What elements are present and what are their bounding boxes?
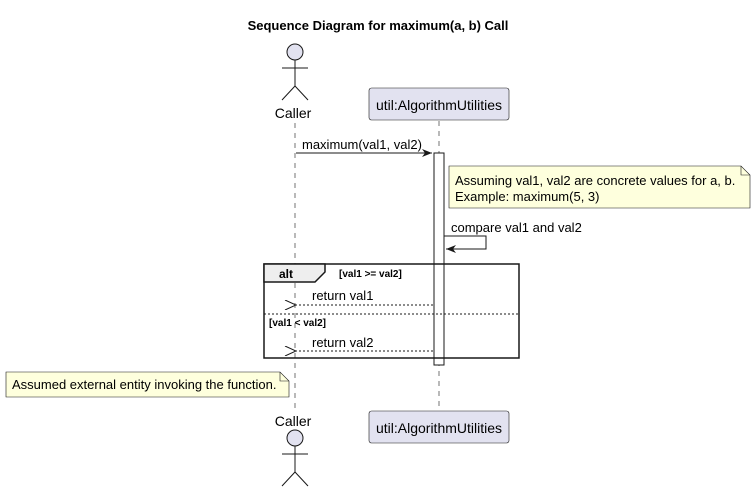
caller-actor-top [281, 43, 309, 101]
assumption-note-line2: Example: maximum(5, 3) [455, 189, 599, 204]
caller-actor-bottom-head-icon [286, 429, 304, 447]
util-label-bottom: util:AlgorithmUtilities [376, 420, 502, 436]
alt-frame [263, 263, 520, 359]
caller-actor-bottom [281, 429, 309, 487]
alt-frame-tab [263, 263, 326, 283]
caller-label-top: Caller [275, 105, 312, 121]
util-label-top: util:AlgorithmUtilities [376, 97, 502, 113]
alt-keyword: alt [279, 267, 293, 281]
caller-note-text: Assumed external entity invoking the fun… [12, 377, 276, 392]
caller-note [5, 371, 290, 398]
util-participant-bottom [368, 410, 510, 444]
assumption-note-fold [740, 166, 750, 176]
return-val1-label: return val1 [312, 288, 373, 303]
return-val2-label: return val2 [312, 335, 373, 350]
caller-actor-head-icon [286, 43, 304, 61]
caller-label-bottom: Caller [275, 413, 312, 429]
alt-guard-1: [val1 >= val2] [339, 269, 402, 280]
util-activation-bar [433, 152, 445, 366]
self-message-arrow [444, 235, 487, 253]
self-message-label: compare val1 and val2 [451, 220, 582, 235]
assumption-note-line1: Assuming val1, val2 are concrete values … [455, 173, 735, 188]
diagram-title: Sequence Diagram for maximum(a, b) Call [248, 18, 509, 33]
caller-note-fold [279, 372, 289, 382]
assumption-note [448, 165, 751, 209]
util-participant-top [368, 87, 510, 121]
alt-guard-2: [val1 < val2] [269, 318, 326, 329]
call-message-label: maximum(val1, val2) [302, 137, 422, 152]
